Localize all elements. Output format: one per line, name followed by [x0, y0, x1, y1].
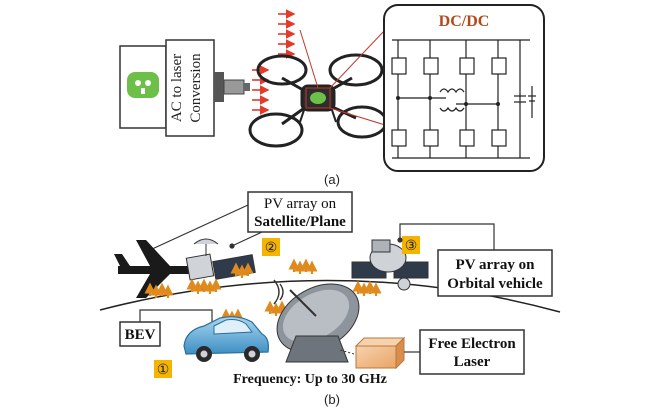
fel-line1: Free Electron — [428, 336, 516, 352]
conversion-label-line1: AC to laser — [169, 54, 185, 122]
zoom-lines — [299, 29, 386, 126]
pv-orbital-connector — [397, 223, 495, 250]
fel-line2: Laser — [454, 354, 491, 370]
satellite-icon — [185, 238, 256, 281]
electric-car-icon — [183, 316, 269, 362]
pv-orbital-vehicle-box — [437, 249, 553, 297]
badge-2 — [262, 238, 280, 256]
pv-satellite-line1: PV array on — [264, 196, 337, 212]
free-electron-laser-box — [419, 329, 525, 375]
pv-orbital-line1: PV array on — [456, 257, 536, 273]
circuit-nodes — [396, 96, 500, 106]
laser-source-icon — [339, 336, 406, 370]
pv-orbital-line2: Orbital vehicle — [447, 276, 543, 292]
badge-3-label: ③ — [405, 237, 418, 253]
pv-satellite-line2: Satellite/Plane — [254, 214, 346, 230]
panel-a: AC to laser Conversion — [119, 4, 545, 187]
orbital-vehicle-icon — [351, 239, 429, 291]
badge-1 — [154, 360, 172, 378]
bev-connector — [139, 309, 213, 322]
drone-icon — [248, 53, 388, 148]
badge-3 — [402, 236, 420, 254]
incoming-beam-arrows — [278, 9, 296, 59]
dish-antenna-icon — [273, 279, 360, 363]
pv-satellite-connectors — [147, 204, 263, 253]
ac-to-laser-conversion-box — [165, 39, 215, 137]
power-transfer-arrows — [144, 258, 382, 324]
earth-horizon-arc — [99, 279, 561, 313]
bev-box — [119, 321, 161, 347]
bev-label: BEV — [125, 327, 156, 343]
power-plug-icon — [127, 72, 159, 98]
conversion-label-line2: Conversion — [188, 53, 204, 123]
laser-beam-arrows — [252, 65, 270, 115]
pv-satellite-plane-box — [247, 191, 353, 233]
panel-a-caption: (a) — [324, 172, 340, 187]
badge-2-label: ② — [265, 239, 278, 255]
laser-emitter-icon — [214, 72, 250, 102]
dcdc-circuit-schematic — [391, 39, 536, 159]
badge-1-label: ① — [157, 361, 170, 377]
panel-b: PV array on Satellite/Plane ② — [99, 191, 561, 407]
frequency-label: Frequency: Up to 30 GHz — [233, 372, 387, 387]
panel-b-caption: (b) — [324, 392, 340, 407]
dcdc-title: DC/DC — [439, 13, 490, 30]
